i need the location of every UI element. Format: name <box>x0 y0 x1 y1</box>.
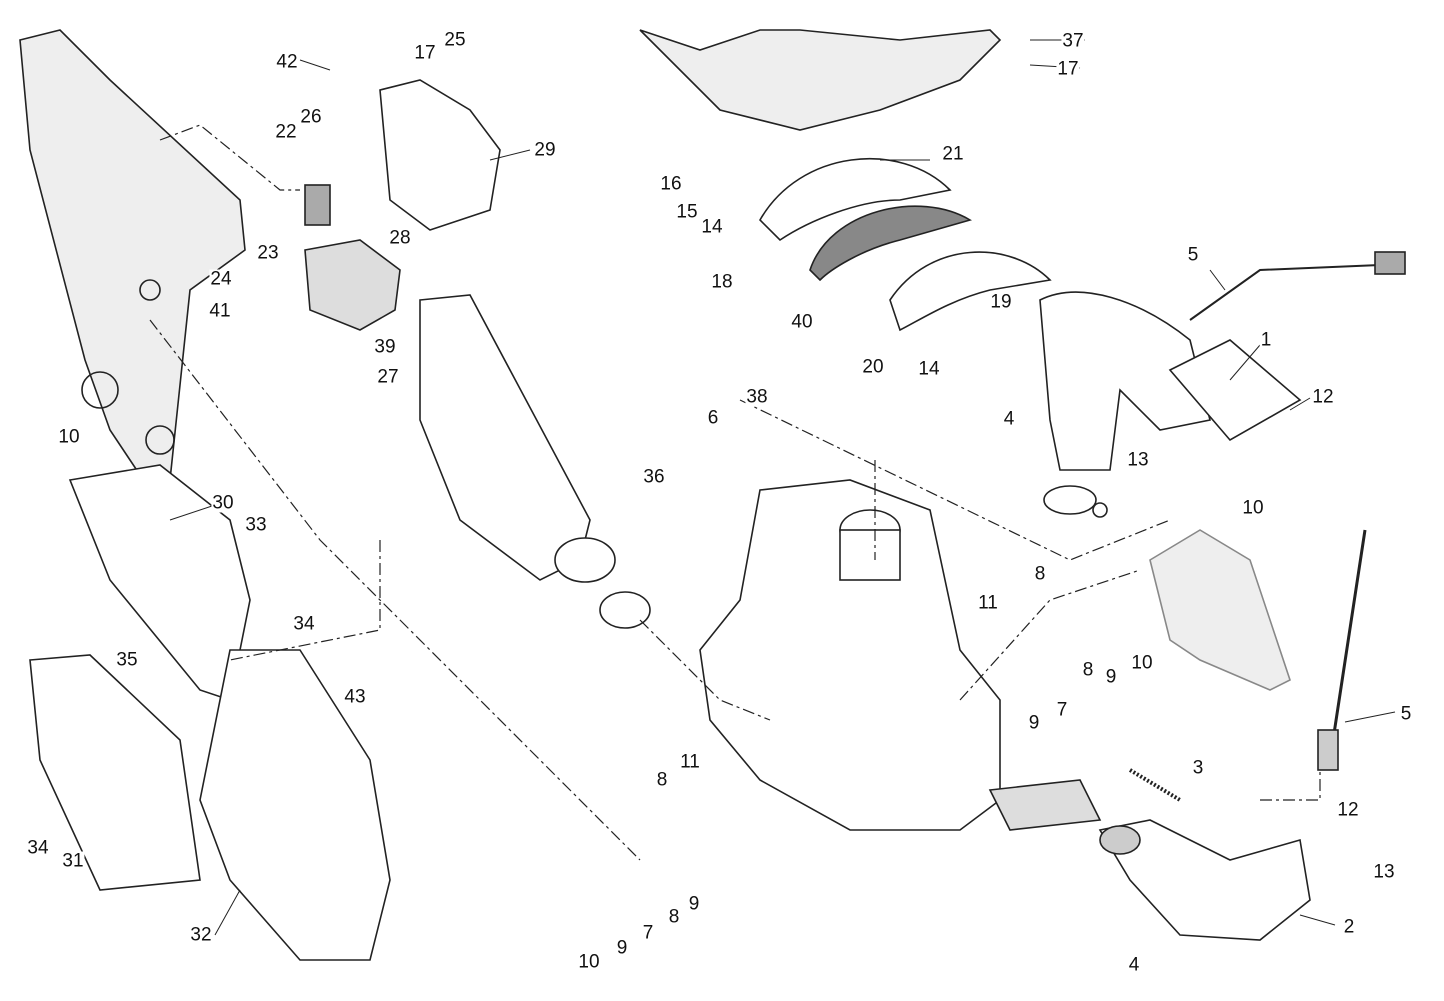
part-label: 17 <box>1056 58 1080 80</box>
part-label: 10 <box>1241 497 1265 519</box>
part-label: 11 <box>977 592 999 614</box>
part-label: 13 <box>1126 449 1150 471</box>
part-label: 5 <box>1399 703 1413 725</box>
part-label: 32 <box>189 924 213 946</box>
part-label: 8 <box>655 769 669 791</box>
part-label: 34 <box>292 613 316 635</box>
part-label: 26 <box>299 106 323 128</box>
exhaust-pipe-2 <box>1098 819 1311 941</box>
part-label: 29 <box>533 139 557 161</box>
part-label: 33 <box>244 514 268 536</box>
part-label: 8 <box>1081 659 1095 681</box>
part-label: 9 <box>615 937 629 959</box>
lambda-sensor-upper <box>1189 251 1406 321</box>
part-label: 8 <box>1033 563 1047 585</box>
frame-top <box>639 29 1002 131</box>
part-label: 38 <box>745 386 769 408</box>
part-label: 10 <box>57 426 81 448</box>
part-label: 12 <box>1311 386 1335 408</box>
part-label: 13 <box>1372 861 1396 883</box>
part-label: 14 <box>917 358 941 380</box>
rear-frame-left <box>19 29 246 492</box>
part-label: 23 <box>256 242 280 264</box>
part-label: 7 <box>1055 699 1069 721</box>
part-label: 41 <box>208 300 232 322</box>
part-label: 7 <box>641 922 655 944</box>
part-label: 6 <box>706 407 720 429</box>
part-label: 30 <box>211 492 235 514</box>
part-label: 19 <box>989 291 1013 313</box>
part-label: 27 <box>376 366 400 388</box>
part-label: 9 <box>1027 712 1041 734</box>
part-label: 17 <box>413 42 437 64</box>
lambda-sensor-lower <box>1317 529 1367 771</box>
part-label: 14 <box>700 216 724 238</box>
part-label: 4 <box>1127 954 1141 976</box>
part-label: 25 <box>443 29 467 51</box>
part-label: 36 <box>642 466 666 488</box>
spring-3 <box>1128 768 1182 802</box>
part-label: 39 <box>373 336 397 358</box>
part-label: 10 <box>577 951 601 973</box>
part-label: 35 <box>115 649 139 671</box>
part-label: 4 <box>1002 408 1016 430</box>
part-label: 9 <box>687 893 701 915</box>
leader-lines <box>149 124 1321 861</box>
part-label: 21 <box>941 143 965 165</box>
part-label: 8 <box>667 906 681 928</box>
part-label: 42 <box>275 51 299 73</box>
main-silencer <box>699 479 1102 831</box>
part-label: 22 <box>274 121 298 143</box>
part-label: 40 <box>790 311 814 333</box>
part-label: 15 <box>675 201 699 223</box>
part-label: 11 <box>679 751 701 773</box>
part-label: 43 <box>343 686 367 708</box>
part-label: 9 <box>1104 666 1118 688</box>
part-label: 1 <box>1259 329 1273 351</box>
exhaust-pipe-1 <box>1039 291 1302 471</box>
heat-shield-31 <box>29 654 201 891</box>
rear-bracket-right <box>1149 529 1291 691</box>
heat-guard-21 <box>759 158 1052 332</box>
heat-shield-32 <box>199 649 391 961</box>
part-label: 37 <box>1061 30 1085 52</box>
part-label: 24 <box>209 268 233 290</box>
part-label: 16 <box>659 173 683 195</box>
silencer-upper <box>419 294 651 629</box>
part-label: 18 <box>710 271 734 293</box>
clamp-38 <box>1043 485 1108 518</box>
part-label: 20 <box>861 356 885 378</box>
part-label: 31 <box>61 850 85 872</box>
part-label: 28 <box>388 227 412 249</box>
part-label: 5 <box>1186 244 1200 266</box>
part-label: 2 <box>1342 916 1356 938</box>
part-label: 3 <box>1191 757 1205 779</box>
part-label: 10 <box>1130 652 1154 674</box>
valve-actuator <box>304 79 501 331</box>
part-label: 12 <box>1336 799 1360 821</box>
part-label: 34 <box>26 837 50 859</box>
